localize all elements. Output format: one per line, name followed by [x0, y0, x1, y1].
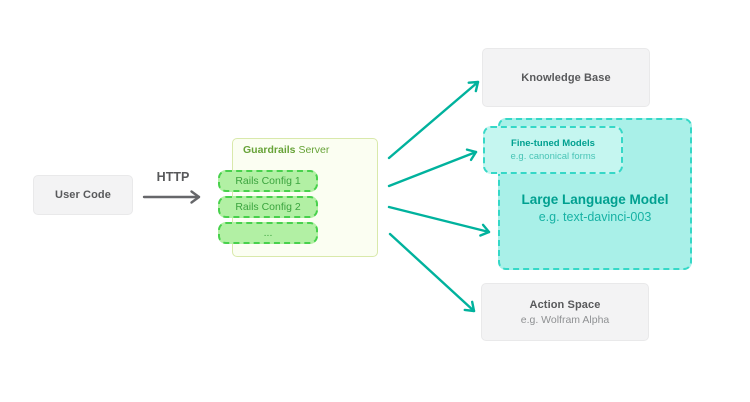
arrow-server-to-action-space — [388, 232, 476, 313]
guardrails-server-title-rest: Server — [295, 144, 330, 156]
user-code-node: User Code — [33, 175, 133, 215]
arrow-server-to-knowledge-base — [387, 80, 480, 160]
action-space-subtitle: e.g. Wolfram Alpha — [520, 313, 610, 326]
guardrails-server-title: Guardrails Server — [243, 144, 329, 156]
fine-tuned-models-subtitle: e.g. canonical forms — [510, 151, 596, 162]
http-label: HTTP — [156, 170, 190, 184]
rails-config-1-pill: Rails Config 1 — [218, 170, 318, 192]
rails-config-2-pill: Rails Config 2 — [218, 196, 318, 218]
action-space-node: Action Space e.g. Wolfram Alpha — [481, 283, 649, 341]
guardrails-server-title-bold: Guardrails — [243, 144, 296, 156]
arrow-server-to-fine-tuned-models — [387, 148, 478, 188]
knowledge-base-node: Knowledge Base — [482, 48, 650, 107]
action-space-title: Action Space — [529, 298, 601, 311]
knowledge-base-label: Knowledge Base — [521, 71, 611, 84]
large-language-model-subtitle: e.g. text-davinci-003 — [538, 210, 652, 224]
large-language-model-text: Large Language Model e.g. text-davinci-0… — [500, 192, 690, 224]
large-language-model-title: Large Language Model — [521, 192, 669, 207]
fine-tuned-models-node: Fine-tuned Models e.g. canonical forms — [483, 126, 623, 174]
user-code-label: User Code — [55, 189, 111, 201]
arrow-server-to-llm — [387, 205, 491, 237]
fine-tuned-models-title: Fine-tuned Models — [511, 138, 595, 149]
rails-config-more-pill: ... — [218, 222, 318, 244]
